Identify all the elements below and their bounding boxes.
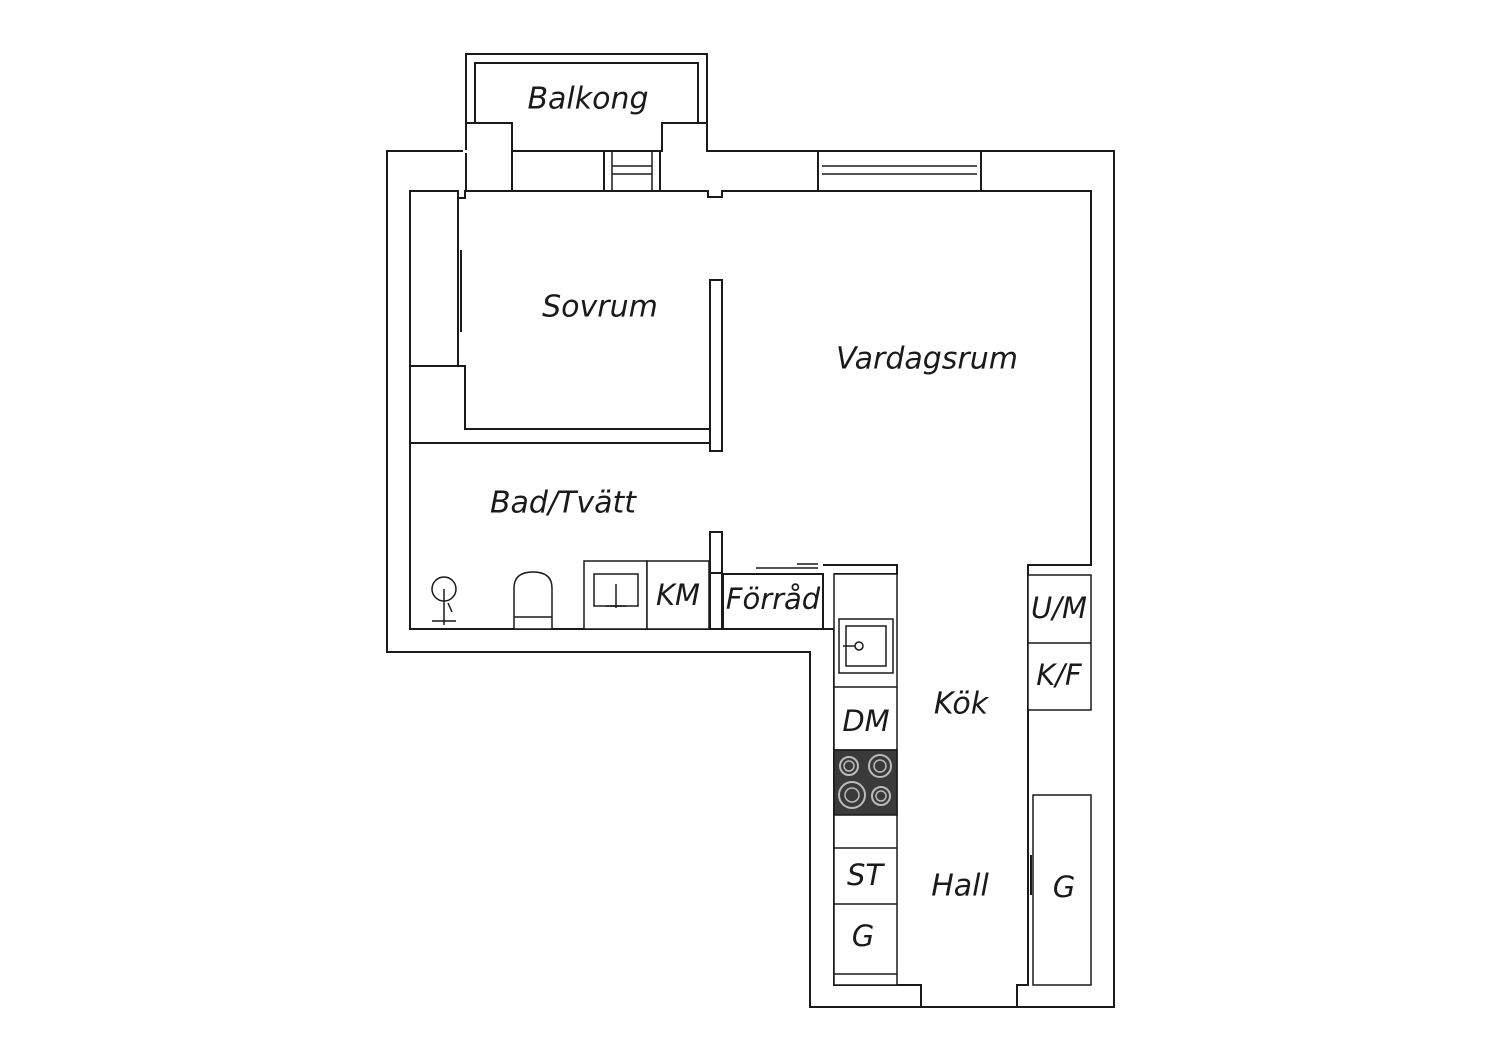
room-label-vardagsrum: Vardagsrum — [836, 342, 1018, 377]
room-label-bad-tvatt: Bad/Tvätt — [490, 486, 637, 521]
room-label-balkong: Balkong — [527, 82, 648, 117]
appliance-label-st: ST — [847, 858, 885, 892]
appliance-label-dm: DM — [842, 704, 889, 738]
room-label-sovrum: Sovrum — [542, 290, 658, 325]
right-units — [1027, 574, 1092, 986]
appliance-label-um: U/M — [1031, 591, 1087, 625]
washing-machine-box — [646, 560, 710, 630]
balcony — [463, 53, 708, 192]
entry — [920, 985, 1018, 1007]
appliance-label-kf: K/F — [1036, 658, 1083, 692]
room-label-forrad: Förråd — [726, 582, 821, 616]
sink-icon — [583, 560, 648, 630]
room-label-hall: Hall — [931, 869, 989, 904]
outer-walls — [386, 150, 1115, 1008]
appliance-label-g-hall: G — [1053, 870, 1075, 904]
kitchen-sink-icon — [838, 618, 894, 674]
stove-icon — [833, 749, 898, 816]
room-label-kok: Kök — [934, 687, 990, 722]
kitchen-counter — [833, 573, 898, 986]
windows — [603, 150, 982, 192]
shower-icon — [431, 576, 457, 625]
toilet-icon — [513, 571, 553, 630]
bedroom-walls — [410, 198, 723, 452]
appliance-label-g-kitchen: G — [852, 919, 874, 953]
bathroom-fixtures — [431, 560, 710, 630]
appliance-label-km: KM — [656, 578, 700, 612]
